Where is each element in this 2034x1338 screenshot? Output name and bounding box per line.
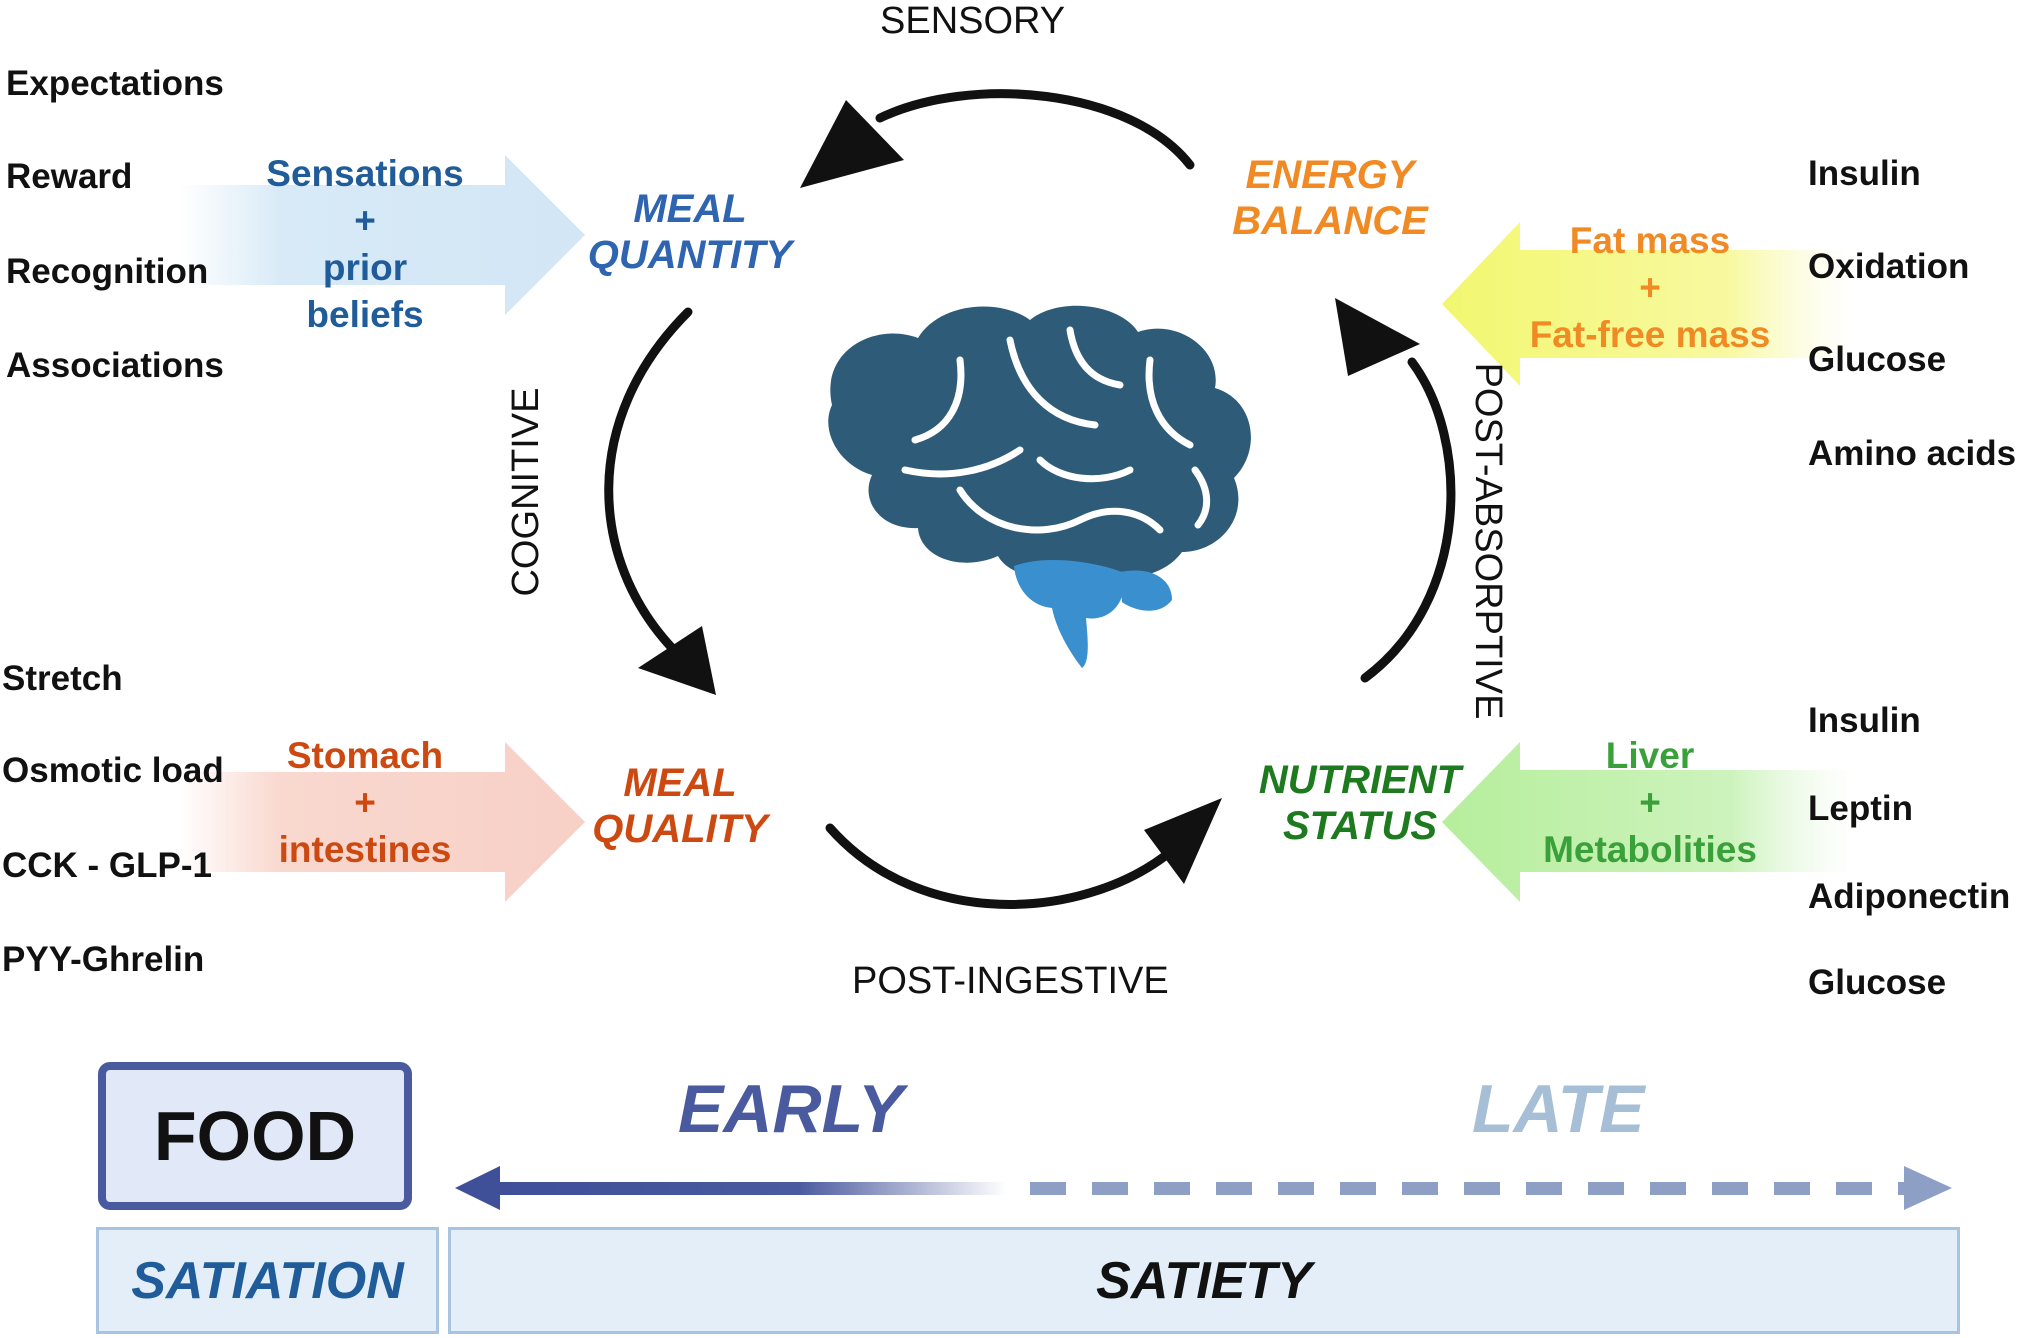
stomach-arrow-shape	[180, 742, 585, 902]
liver-arrow-label: Liver + Metabolities	[1543, 735, 1757, 870]
satiation-box: SATIATION	[96, 1227, 439, 1334]
brain-icon	[828, 305, 1251, 668]
list-item-insulin-top: Insulin	[1808, 154, 1921, 193]
satiety-label: SATIETY	[1096, 1251, 1312, 1310]
list-item-cck-glp1: CCK - GLP-1	[2, 846, 212, 885]
sensory-arrowhead	[800, 100, 904, 188]
list-item-leptin: Leptin	[1808, 789, 1913, 828]
food-box: FOOD	[98, 1062, 412, 1210]
list-item-amino-acids: Amino acids	[1808, 434, 2017, 473]
nutrient-status-label: NUTRIENT STATUS	[1258, 758, 1462, 848]
satiation-label: SATIATION	[131, 1251, 404, 1310]
list-item-osmotic-load: Osmotic load	[2, 751, 224, 790]
energy-balance-label: ENERGY BALANCE	[1232, 153, 1428, 243]
post-ingestive-arrowhead	[1144, 798, 1222, 884]
late-arrowhead	[1904, 1166, 1952, 1210]
liver-arrow-shape	[1442, 742, 1855, 902]
sensory-curve	[875, 89, 1195, 170]
post-ingestive-curve	[825, 823, 1170, 909]
list-item-glucose-top: Glucose	[1808, 340, 1947, 379]
post-absorptive-curve	[1360, 357, 1456, 683]
food-label: FOOD	[153, 1097, 357, 1175]
list-item-oxidation: Oxidation	[1808, 247, 1970, 286]
cognitive-label: COGNITIVE	[505, 387, 547, 597]
sensations-arrow-shape	[180, 155, 585, 315]
list-item-pyy-ghrelin: PYY-Ghrelin	[2, 940, 205, 979]
list-item-stretch: Stretch	[2, 659, 123, 698]
early-arrowhead	[455, 1166, 500, 1210]
fat-mass-arrow-shape	[1442, 222, 1855, 386]
list-item-recognition: Recognition	[6, 252, 209, 291]
cognitive-curve	[604, 307, 693, 653]
list-item-associations: Associations	[6, 346, 224, 385]
early-label: EARLY	[678, 1071, 904, 1147]
list-item-insulin-bottom: Insulin	[1808, 701, 1921, 740]
meal-quantity-label: MEAL QUANTITY	[587, 187, 793, 277]
fat-mass-arrow-label: Fat mass + Fat-free mass	[1529, 220, 1771, 355]
post-ingestive-label: POST-INGESTIVE	[852, 960, 1169, 1002]
list-item-adiponectin: Adiponectin	[1808, 877, 2011, 916]
satiety-box: SATIETY	[448, 1227, 1960, 1334]
list-item-glucose-bottom: Glucose	[1808, 963, 1947, 1002]
late-label: LATE	[1472, 1071, 1645, 1147]
sensory-label: SENSORY	[880, 0, 1066, 42]
stomach-arrow-label: Stomach + intestines	[278, 735, 452, 870]
list-item-reward: Reward	[6, 157, 133, 196]
cognitive-arrowhead	[638, 626, 716, 695]
meal-quality-label: MEAL QUALITY	[592, 761, 768, 851]
list-item-expectations: Expectations	[6, 64, 224, 103]
post-absorptive-arrowhead	[1335, 298, 1420, 376]
sensations-arrow-label: Sensations + prior beliefs	[266, 153, 464, 335]
early-solid-bar	[486, 1182, 1006, 1195]
post-absorptive-label: POST-ABSORPTIVE	[1467, 362, 1509, 720]
